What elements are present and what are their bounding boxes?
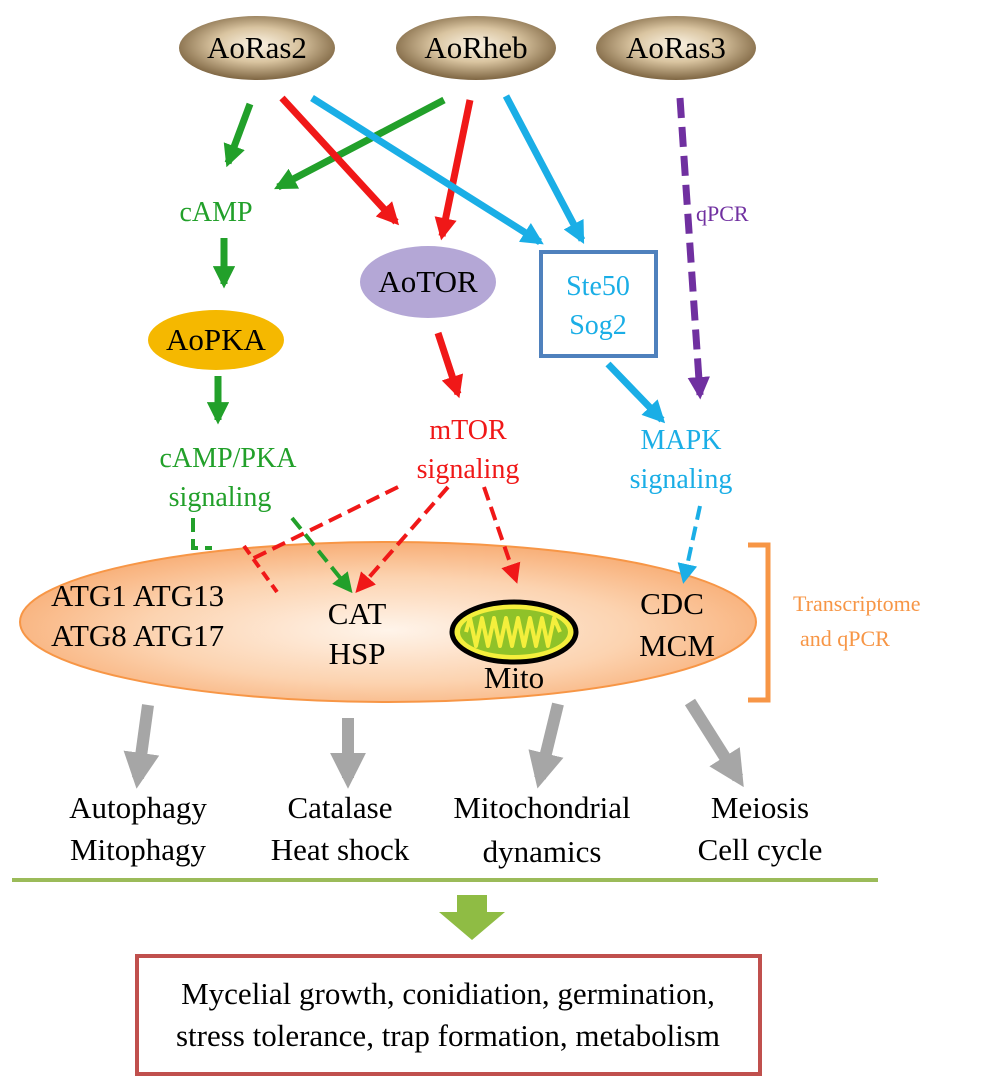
arrow-aotor-to-mtor — [434, 331, 464, 399]
aoras2-node — [179, 16, 335, 80]
arrow-mapk-to-cdc — [677, 505, 702, 584]
result-line1: Mycelial growth, conidiation, germinatio… — [181, 976, 715, 1011]
aorheb-node — [396, 16, 556, 80]
camppka-signaling-line2: signaling — [169, 482, 272, 513]
camp-label: cAMP — [179, 197, 252, 228]
outcome-mitochondrial-line1: Mitochondrial — [453, 790, 630, 825]
qpcr-label: qPCR — [696, 201, 749, 226]
arrow-cell-to-mitochondrial — [528, 702, 564, 789]
bracket-line2: and qPCR — [800, 626, 890, 651]
arrow-aorheb-to-aotor — [434, 99, 474, 241]
hsp-label: HSP — [329, 636, 386, 671]
mtor-signaling-line1: mTOR — [429, 415, 507, 446]
aoras3-label: AoRas3 — [626, 30, 726, 65]
outcome-autophagy-line1: Autophagy — [69, 790, 207, 825]
inhibit-mtor-to-atg — [249, 485, 399, 562]
aotor-node — [360, 246, 496, 318]
outcome-catalase-line1: Catalase — [287, 790, 392, 825]
mtor-signaling-line2: signaling — [417, 454, 520, 485]
cdc-label: CDC — [640, 586, 704, 621]
mito-label: Mito — [484, 660, 544, 695]
outcome-autophagy-line2: Mitophagy — [70, 832, 207, 867]
atg-line1: ATG1 ATG13 — [51, 578, 224, 613]
outcome-mitochondrial-line2: dynamics — [483, 834, 602, 869]
mapk-signaling-line1: MAPK — [641, 425, 722, 456]
outcome-meiosis-line2: Cell cycle — [698, 832, 823, 867]
arrow-ste50-to-mapk — [605, 361, 666, 424]
result-line2: stress tolerance, trap formation, metabo… — [176, 1018, 720, 1053]
arrow-camppka-to-cat — [290, 516, 353, 594]
transcriptome-bracket — [748, 542, 771, 703]
arrow-cell-to-autophagy — [123, 704, 160, 789]
aorheb-label: AoRheb — [424, 30, 527, 65]
aoras2-label: AoRas2 — [207, 30, 307, 65]
green-down-arrow-icon — [439, 895, 505, 940]
arrow-aorheb-to-ste50 — [502, 94, 586, 244]
bracket-line1: Transcriptome — [793, 591, 921, 616]
result-box — [135, 954, 762, 1076]
aopka-node — [148, 310, 284, 370]
cat-label: CAT — [328, 596, 387, 631]
arrow-aoras3-to-mapk-dashed — [676, 97, 710, 400]
arrow-aorheb-to-camp — [274, 96, 446, 191]
arrow-cell-to-meiosis — [684, 698, 744, 788]
atg-line2: ATG8 ATG17 — [51, 618, 224, 653]
mitochondrion-icon — [449, 599, 579, 665]
arrow-aoras2-to-camp — [223, 102, 254, 168]
camppka-signaling-line1: cAMP/PKA — [160, 443, 298, 474]
inhibit-camppka-to-atg — [191, 518, 212, 550]
sog2-label: Sog2 — [569, 310, 627, 341]
aoras3-node — [596, 16, 756, 80]
arrow-mtor-to-cat — [355, 485, 450, 594]
ste50-label: Ste50 — [566, 271, 630, 302]
ste50-sog2-box — [539, 250, 658, 358]
mapk-signaling-line2: signaling — [630, 464, 733, 495]
arrow-aoras2-to-ste50 — [310, 95, 544, 245]
arrow-mtor-to-mito — [482, 486, 521, 584]
outcome-meiosis-line1: Meiosis — [711, 790, 809, 825]
cell-ellipse — [19, 541, 757, 703]
aotor-label: AoTOR — [378, 264, 478, 299]
outcome-catalase-line2: Heat shock — [271, 832, 410, 867]
aopka-label: AoPKA — [166, 322, 267, 357]
inhibit-bar-atg — [242, 544, 279, 594]
arrow-aoras2-to-aotor — [279, 95, 400, 226]
mcm-label: MCM — [639, 628, 715, 663]
